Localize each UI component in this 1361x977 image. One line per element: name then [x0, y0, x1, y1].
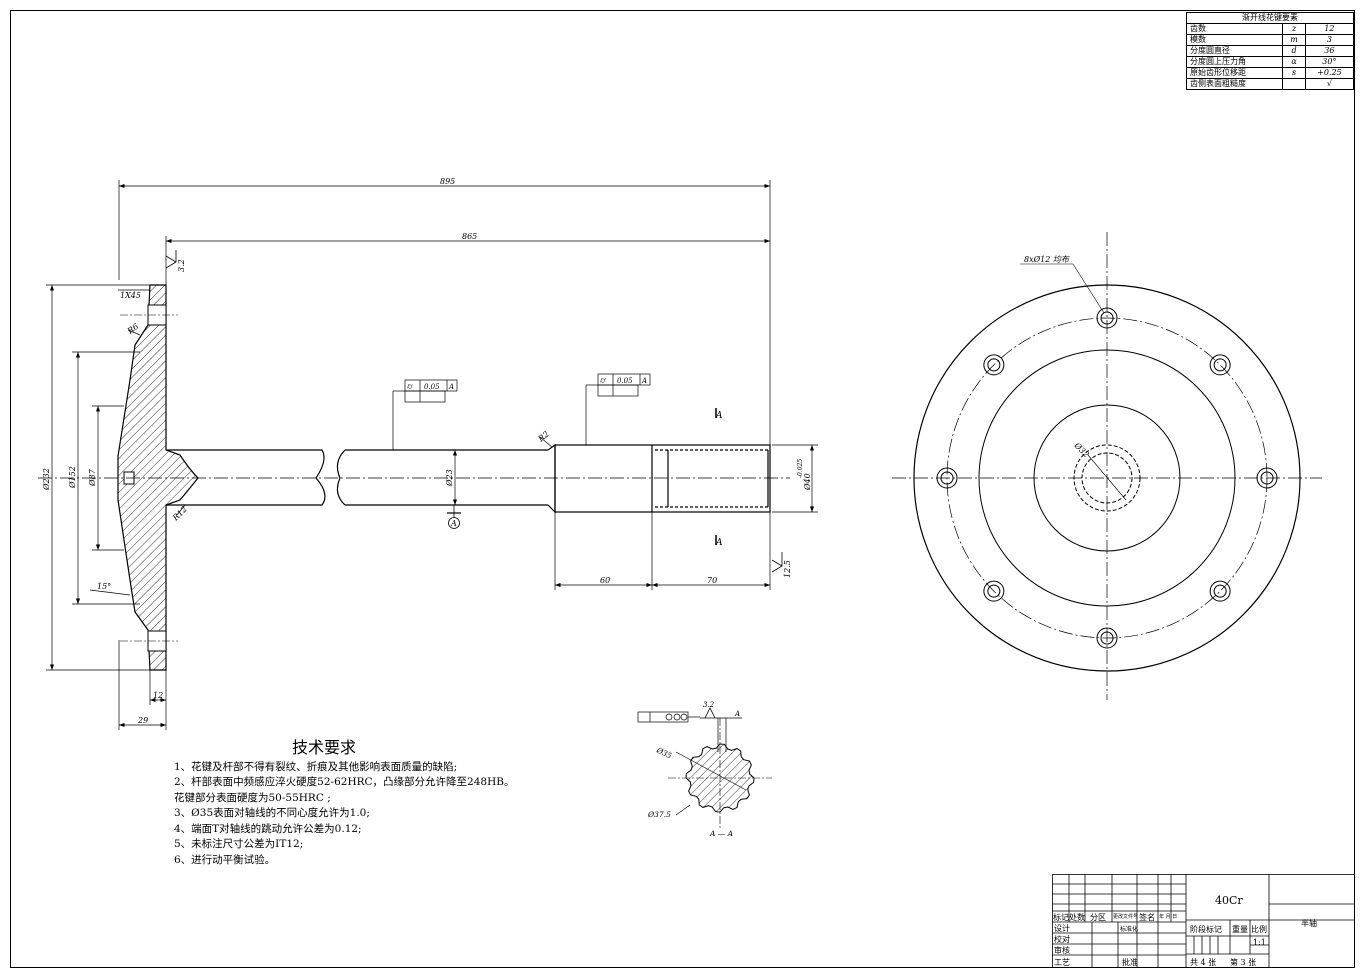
dim-23: Ø23 [445, 469, 454, 487]
datum-label: A [450, 519, 457, 528]
tech-line: 5、未标注尺寸公差为IT12; [174, 838, 304, 850]
bolt-hole [1100, 631, 1114, 645]
tol1-datum: A [448, 383, 454, 391]
cut-label-bottom: A [715, 538, 723, 548]
tb-stage: 阶段标记 [1190, 925, 1222, 934]
section-rough: 3.2 [703, 701, 715, 709]
tol1-value: 0.05 [424, 383, 440, 391]
tol2-datum: A [641, 377, 647, 385]
bolt-hole [1209, 354, 1231, 376]
dim-overall: 895 [440, 177, 455, 186]
dim-12: 12 [153, 691, 163, 700]
holes-note: 8xØ12 均布 [1024, 255, 1070, 264]
tb-part-name: 半轴 [1301, 919, 1317, 928]
datum-symbol [448, 517, 460, 529]
dimension-lines [46, 180, 818, 730]
dim-70: 70 [707, 576, 717, 585]
tb-fenqu: 分区 [1090, 913, 1106, 922]
tech-line: 3、Ø35表面对轴线的不同心度允许为1.0; [174, 807, 370, 819]
section-label: A — A [709, 829, 734, 838]
tb-date: 年 月 日 [1159, 914, 1178, 920]
tb-scale: 1:1 [1253, 938, 1266, 947]
tb-scale-label: 比例 [1251, 925, 1267, 934]
bolt-hole [987, 358, 1001, 372]
bolt-hole [1096, 627, 1118, 649]
section-d35: Ø35 [654, 745, 673, 760]
dimension-texts: 895 865 Ø232 Ø152 Ø87 Ø23 Ø40 -0.025 60 … [42, 177, 812, 725]
bolt-hole [983, 580, 1005, 602]
tb-sheji: 设计 [1054, 924, 1070, 933]
bolt-holes [936, 307, 1278, 649]
tb-chushu: 处数 [1069, 913, 1085, 922]
tb-jiaodui: 校对 [1054, 935, 1070, 944]
dim-29: 29 [137, 716, 148, 725]
bolt-hole [1213, 358, 1227, 372]
tol2-symbol: ⌭ [600, 376, 606, 385]
tb-material: 40Cr [1215, 894, 1243, 907]
end-view [892, 232, 1322, 700]
tb-biaoji: 标记 [1053, 913, 1069, 922]
dim-40-tol: -0.025 [797, 459, 804, 478]
bolt-hole [983, 354, 1005, 376]
dim-232: Ø232 [42, 468, 51, 491]
title-block: 标记 处数 分区 更改文件号 签名 年 月 日 设计 标准化 校对 审核 工艺 … [1052, 874, 1355, 968]
dim-40: Ø40 [803, 473, 812, 491]
tb-weight: 重量 [1232, 925, 1248, 934]
bolt-hole [1209, 580, 1231, 602]
flange-section [117, 284, 199, 671]
tol2-value: 0.05 [617, 377, 633, 385]
dim-87: Ø87 [88, 468, 97, 487]
drawing-frame [10, 10, 1355, 968]
tolerance-frame-2 [585, 373, 651, 445]
table-row: 齿侧表面粗糙度√ [1185, 78, 1355, 90]
tb-sheet-no: 第 3 张 [1230, 958, 1257, 967]
bolt-hole [1256, 467, 1278, 489]
tb-gongyi: 工艺 [1054, 958, 1070, 967]
dim-60: 60 [600, 576, 610, 585]
bolt-hole [936, 467, 958, 489]
tolerance-frame-1 [392, 379, 458, 450]
tb-sheets: 共 4 张 [1190, 958, 1217, 967]
dim-r-fillet: R12 [170, 505, 189, 524]
dim-shaft: 865 [462, 232, 477, 241]
bolt-hole [1260, 471, 1274, 485]
section-a-a [637, 707, 772, 830]
rough-3-2: 3.2 [177, 259, 186, 272]
dim-32: Ø32 [1072, 440, 1091, 459]
tol1-symbol: ⌭ [407, 382, 413, 391]
tb-pizhun: 批准 [1122, 958, 1138, 967]
tech-line: 花键部分表面硬度为50-55HRC ; [174, 791, 331, 804]
tech-line: 1、花键及杆部不得有裂纹、折痕及其他影响表面质量的缺陷; [174, 760, 458, 773]
tb-shenhe: 审核 [1054, 946, 1070, 955]
tech-title: 技术要求 [291, 738, 356, 757]
shaft-body [166, 443, 771, 514]
bolt-hole [987, 584, 1001, 598]
cut-label-top: A [715, 411, 723, 421]
dim-chamfer: 1X45 [120, 291, 141, 300]
technical-requirements: 技术要求 1、花键及杆部不得有裂纹、折痕及其他影响表面质量的缺陷; 2、杆部表面… [174, 740, 514, 868]
tech-line: 4、端面T对轴线的跳动允许公差为0.12; [174, 822, 362, 835]
tech-line: 2、杆部表面中频感应淬火硬度52-62HRC，凸缘部分允许降至248HB。 [174, 776, 515, 788]
bolt-hole [1096, 307, 1118, 329]
rough-12-5: 12.5 [783, 560, 792, 578]
tb-qianming: 签名 [1139, 913, 1155, 922]
dim-r-step: R2 [536, 429, 551, 444]
title-block-grid [1052, 874, 1355, 968]
section-datum: A [734, 710, 740, 718]
dim-152: Ø152 [68, 466, 77, 489]
dim-angle: 15° [97, 582, 111, 591]
tech-line: 6、进行动平衡试验。 [174, 853, 276, 866]
bolt-hole [1100, 311, 1114, 325]
tb-wenjian: 更改文件号 [1113, 914, 1139, 920]
section-d375: Ø37.5 [647, 810, 671, 819]
bolt-hole [1213, 584, 1227, 598]
tb-biaozhunhua: 标准化 [1120, 926, 1139, 933]
bolt-hole [940, 471, 954, 485]
